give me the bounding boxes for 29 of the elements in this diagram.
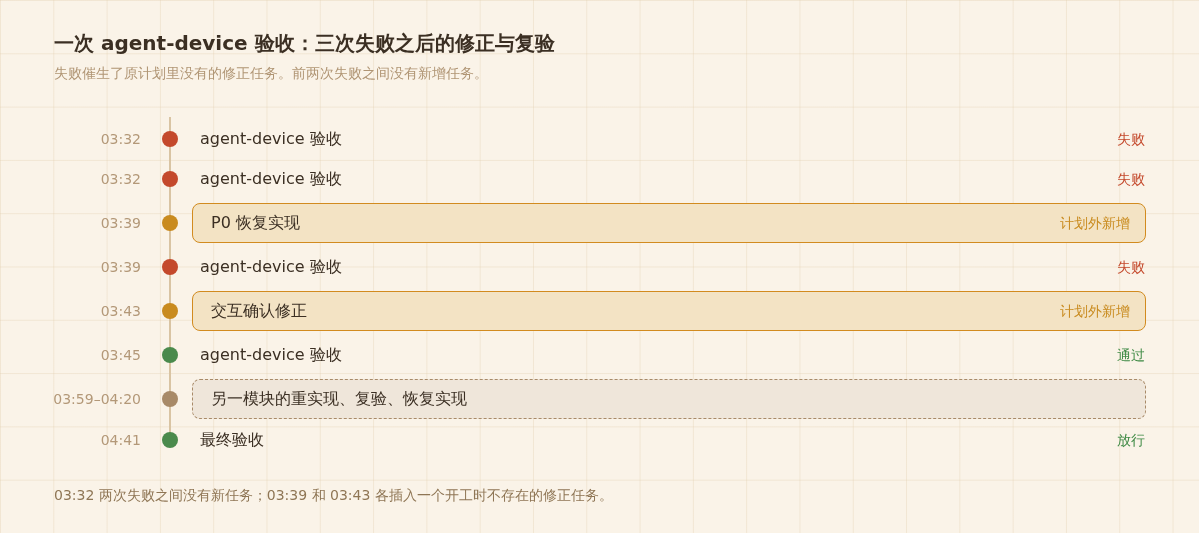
subtitle: 失败催生了原计划里没有的修正任务。前两次失败之间没有新增任务。 <box>54 64 488 83</box>
timestamp: 03:43 <box>100 302 141 321</box>
dashed-task-box <box>192 379 1146 419</box>
timestamp: 03:32 <box>100 130 141 149</box>
task-title: 另一模块的重实现、复验、恢复实现 <box>211 388 467 410</box>
task-title: 交互确认修正 <box>211 300 307 322</box>
title: 一次 agent-device 验收：三次失败之后的修正与复验 <box>54 30 555 56</box>
status-label: 失败 <box>1117 258 1145 277</box>
task-box <box>192 203 1146 243</box>
task-box <box>192 291 1146 331</box>
tag-label: 计划外新增 <box>1060 214 1130 233</box>
timestamp: 03:59–04:20 <box>53 390 141 409</box>
status-label: 失败 <box>1117 130 1145 149</box>
tag-label: 计划外新增 <box>1060 302 1130 321</box>
timestamp: 03:39 <box>100 258 141 277</box>
footnote: 03:32 两次失败之间没有新任务；03:39 和 03:43 各插入一个开工时不存在的修正任务。 <box>54 486 613 505</box>
event-label: agent-device 验收 <box>200 168 342 190</box>
event-label: agent-device 验收 <box>200 128 342 150</box>
timestamp: 03:32 <box>100 170 141 189</box>
timestamp: 03:39 <box>100 214 141 233</box>
event-label: 最终验收 <box>200 429 264 451</box>
timestamp: 03:45 <box>100 346 141 365</box>
event-label: agent-device 验收 <box>200 344 342 366</box>
event-label: agent-device 验收 <box>200 256 342 278</box>
status-label: 失败 <box>1117 170 1145 189</box>
timestamp: 04:41 <box>100 431 141 450</box>
task-title: P0 恢复实现 <box>211 212 300 234</box>
status-label: 放行 <box>1117 431 1145 450</box>
status-label: 通过 <box>1117 346 1145 365</box>
